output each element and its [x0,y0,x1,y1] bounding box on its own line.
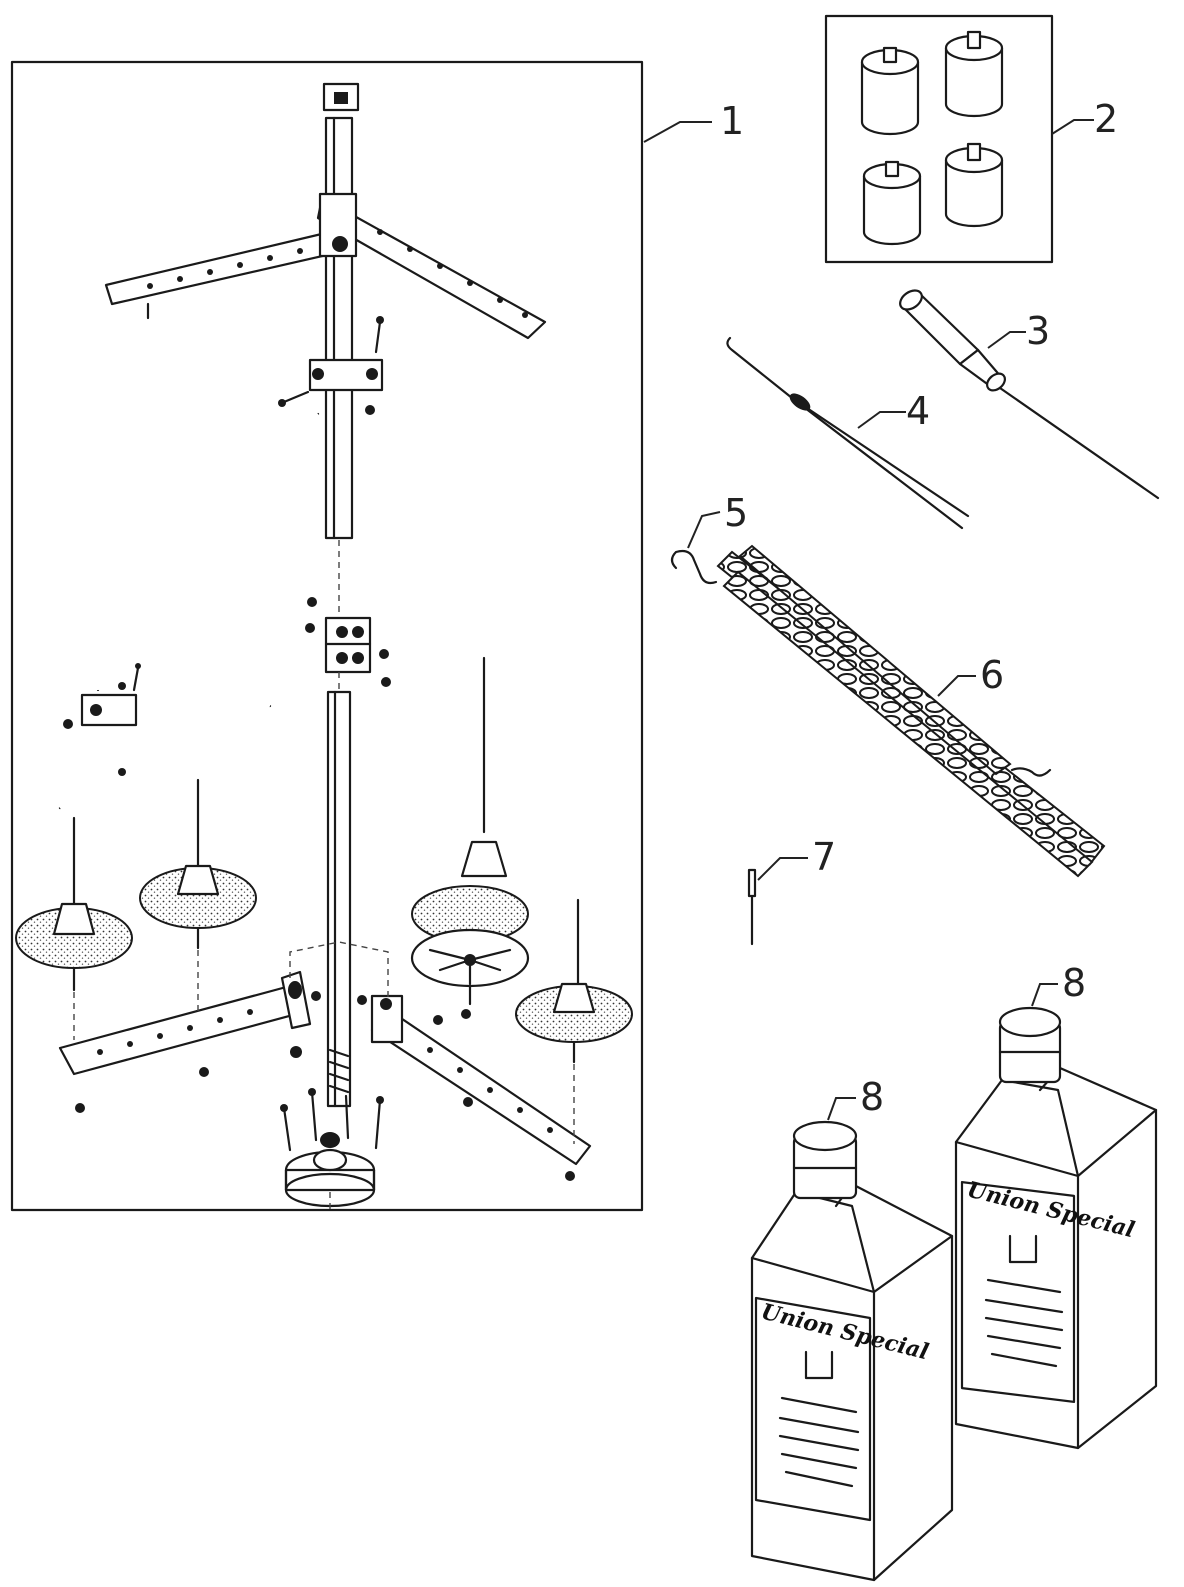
s-hook [670,549,1052,777]
top-nut [322,82,360,112]
spool-holder-left [15,816,133,1040]
front-bottle-logo-lines [778,1350,860,1488]
callout-3: 3 [1026,309,1050,353]
callout-1-leader [643,121,712,143]
spool-holder-right-inner [410,656,530,1006]
spool-cap [860,46,920,136]
callout-8-back-leader [1031,983,1058,1007]
thread-stand-kit: 1 [10,60,744,1212]
callout-8-back: 8 [1062,961,1086,1005]
callout-8-front-leader [827,1097,856,1121]
callout-7: 7 [812,835,836,879]
spool-cap [944,142,1004,228]
spool-caps-card: 2 [824,14,1118,264]
chain-assembly: 5 6 [670,491,1106,878]
oil-bottle-back: Union Special 8 [954,961,1158,1450]
callout-2: 2 [1094,97,1118,141]
lower-crossbar-right [357,994,592,1181]
callout-4: 4 [906,389,930,433]
callout-2-leader [1051,119,1094,135]
lower-crossbar-left [58,970,321,1113]
spool-cap [862,160,922,246]
guide-rod-clamp [63,663,141,776]
spool-cap [944,30,1004,118]
l-thread-guide [58,677,272,810]
needle: 7 [747,835,836,946]
callout-1: 1 [720,99,744,143]
thread-guide-rod [93,412,320,692]
spool-holder-left-inner [139,778,257,1014]
back-bottle-logo-lines [984,1234,1064,1368]
stand-kit-frame [10,60,644,1212]
mast-coupler [305,540,391,687]
callout-5: 5 [724,491,748,535]
callout-6: 6 [980,653,1004,697]
tweezers: 4 [726,336,970,530]
base-flange [280,1088,384,1210]
upper-clamp [278,316,384,415]
callout-4-leader [857,411,906,429]
upper-mast [324,116,354,540]
callout-8-front: 8 [860,1075,884,1119]
callout-7-leader [757,857,808,881]
chain [716,544,1106,878]
screwdriver: 3 [899,289,1160,500]
lower-mast [326,672,352,1108]
top-crossbar [104,192,547,340]
callout-5-leader [687,511,721,549]
oil-bottle-front: Union Special 8 [750,1075,954,1582]
callout-6-leader [937,675,976,697]
spool-holder-right [515,898,633,1144]
callout-3-leader [987,331,1026,349]
